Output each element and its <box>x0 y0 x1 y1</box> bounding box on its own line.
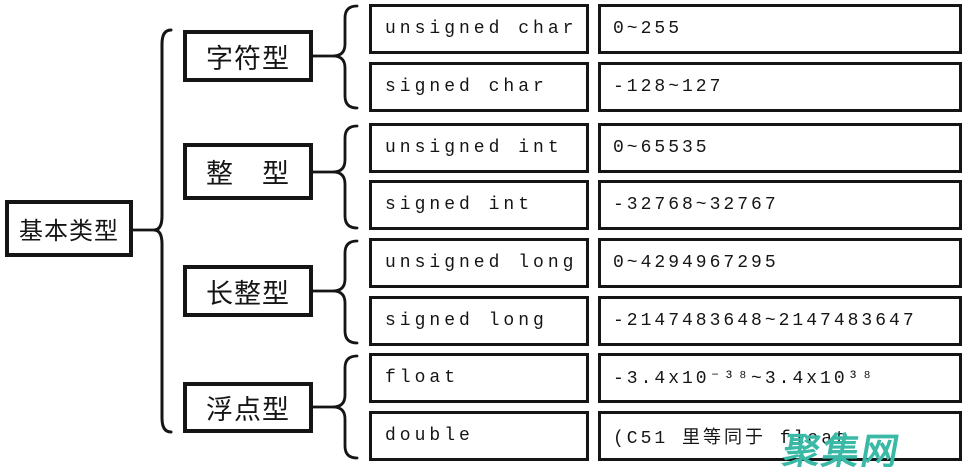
category-node-int: 整 型 <box>183 143 313 200</box>
long-group-brace-icon <box>332 239 359 345</box>
range-box-double: (C51 里等同于 float <box>598 411 962 461</box>
root-node-basic-type: 基本类型 <box>5 200 133 257</box>
range-box-signed-long: -2147483648~2147483647 <box>598 296 962 346</box>
category-node-float: 浮点型 <box>183 382 313 433</box>
range-box-unsigned-int: 0~65535 <box>598 123 962 173</box>
range-box-signed-int: -32768~32767 <box>598 180 962 230</box>
range-box-float: -3.4x10⁻³⁸~3.4x10³⁸ <box>598 353 962 403</box>
type-box-double: double <box>369 411 589 461</box>
type-box-unsigned-int: unsigned int <box>369 123 589 173</box>
type-box-unsigned-char: unsigned char <box>369 4 589 54</box>
float-group-brace-icon <box>332 354 359 460</box>
category-node-char: 字符型 <box>183 30 313 82</box>
type-box-signed-long: signed long <box>369 296 589 346</box>
int-group-brace-icon <box>332 124 359 230</box>
type-box-unsigned-long: unsigned long <box>369 238 589 288</box>
range-box-unsigned-long: 0~4294967295 <box>598 238 962 288</box>
range-box-signed-char: -128~127 <box>598 62 962 112</box>
type-box-float: float <box>369 353 589 403</box>
range-box-unsigned-char: 0~255 <box>598 4 962 54</box>
type-box-signed-char: signed char <box>369 62 589 112</box>
category-node-long: 长整型 <box>183 265 313 317</box>
type-box-signed-int: signed int <box>369 180 589 230</box>
char-group-brace-icon <box>332 4 359 110</box>
site-watermark: 聚集网 <box>779 431 904 467</box>
big-brace-icon <box>153 28 173 434</box>
